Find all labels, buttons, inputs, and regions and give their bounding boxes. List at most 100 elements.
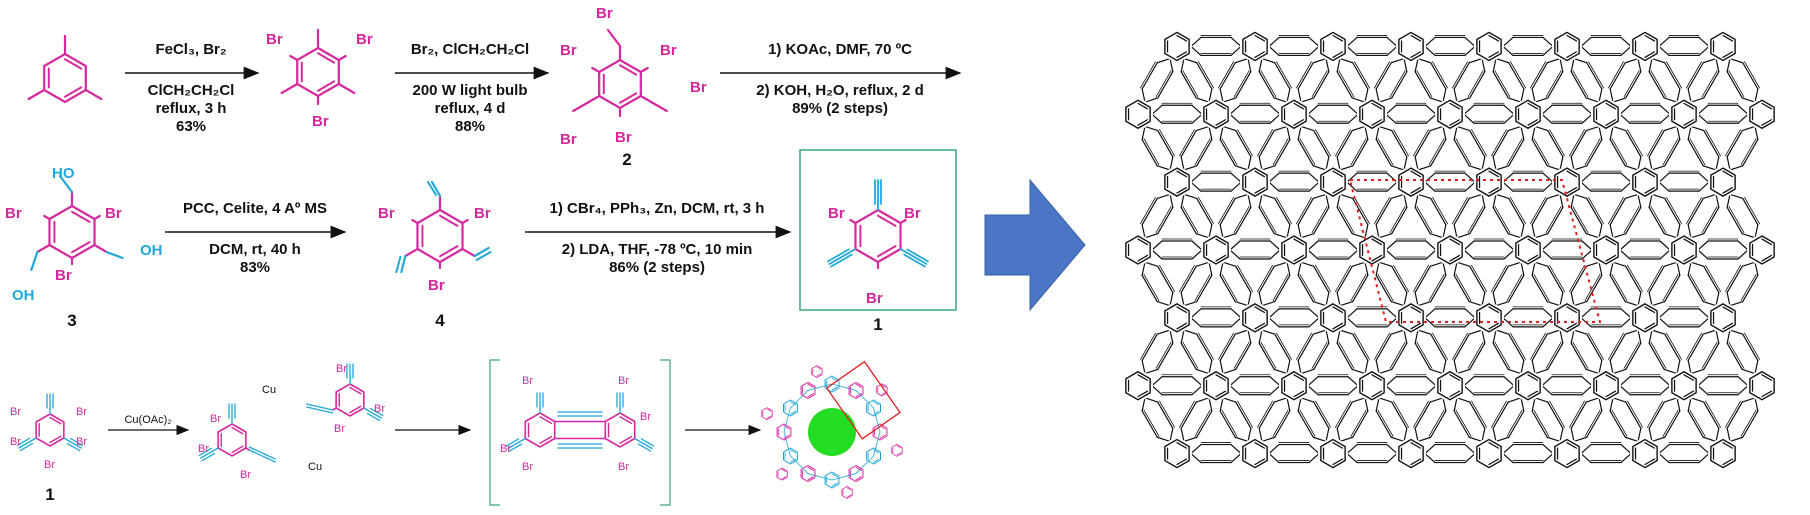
- bond: [1332, 458, 1344, 466]
- bond: [1137, 390, 1149, 398]
- bond: [1254, 51, 1266, 58]
- bond: [1531, 125, 1536, 141]
- bond: [1546, 329, 1561, 335]
- benzene-ring: [891, 443, 903, 457]
- bond: [1180, 329, 1185, 344]
- bond: [1386, 443, 1398, 455]
- bond: [1729, 193, 1744, 200]
- bond: [1585, 261, 1600, 267]
- bond: [198, 447, 213, 457]
- bond: [1547, 206, 1564, 235]
- bond: [1352, 138, 1369, 167]
- bond: [1687, 197, 1704, 226]
- reagent-2-line3: reflux, 4 d: [435, 100, 506, 117]
- bond: [1351, 261, 1366, 267]
- bond: [1143, 273, 1160, 301]
- bond: [1703, 206, 1720, 235]
- bond: [1488, 322, 1500, 330]
- svg-text:Br: Br: [312, 113, 329, 130]
- node-background: [1591, 370, 1621, 401]
- bond: [1307, 104, 1319, 115]
- bond: [1722, 306, 1734, 314]
- bond: [1274, 274, 1291, 303]
- bond: [1190, 452, 1202, 464]
- bond: [1219, 88, 1224, 103]
- bond: [200, 450, 214, 459]
- bond: [1690, 125, 1705, 132]
- bond: [899, 218, 907, 225]
- bond: [1449, 374, 1461, 381]
- bond: [1432, 197, 1448, 225]
- bond: [1258, 291, 1263, 307]
- benzene-ring: [1125, 235, 1151, 265]
- bond: [1686, 332, 1702, 360]
- bond: [1648, 401, 1665, 429]
- bond: [879, 434, 886, 439]
- bond: [1391, 206, 1408, 235]
- benzene-ring: [1671, 370, 1697, 401]
- bond: [1339, 165, 1354, 171]
- bond: [1624, 193, 1639, 200]
- svg-text:Br: Br: [690, 79, 707, 96]
- bond: [461, 247, 476, 258]
- bond: [1308, 172, 1320, 183]
- bond: [783, 425, 790, 430]
- bond: [1335, 400, 1351, 428]
- bond: [1703, 401, 1720, 429]
- compound-3-label: 3: [67, 311, 76, 330]
- bond: [1546, 300, 1561, 307]
- compound-2-structure: Br Br Br Br Br Br: [560, 5, 707, 148]
- bond: [1580, 172, 1592, 183]
- bond: [66, 442, 81, 452]
- bond: [1386, 36, 1398, 48]
- benzene-ring: [866, 399, 881, 417]
- bond: [1701, 70, 1718, 98]
- svg-text:Br: Br: [522, 461, 533, 473]
- node-background: [1162, 31, 1192, 62]
- svg-text:Br: Br: [474, 205, 491, 222]
- node-background: [1474, 438, 1504, 469]
- bond: [1625, 130, 1642, 158]
- bond: [1332, 51, 1344, 58]
- bond: [1726, 291, 1731, 307]
- bond: [1300, 397, 1315, 403]
- bond: [1339, 300, 1354, 307]
- bond: [1410, 322, 1422, 330]
- bond: [1234, 329, 1249, 335]
- bond: [1737, 240, 1749, 251]
- bond: [1155, 341, 1172, 369]
- bond: [1141, 224, 1146, 239]
- bond: [1608, 61, 1624, 89]
- bond: [1276, 61, 1292, 89]
- bond: [873, 458, 880, 463]
- bond: [1531, 138, 1548, 167]
- bond: [1273, 368, 1288, 375]
- bond: [1391, 342, 1408, 370]
- bond: [1620, 181, 1632, 192]
- bond: [1442, 224, 1447, 239]
- node-background: [1591, 235, 1621, 265]
- bond: [1741, 261, 1756, 267]
- bond: [1666, 61, 1682, 89]
- bond: [1190, 443, 1202, 455]
- bond: [1663, 397, 1678, 403]
- bond: [1137, 374, 1149, 381]
- bond: [1151, 113, 1163, 124]
- bond: [1403, 57, 1408, 73]
- bond: [1611, 273, 1628, 301]
- bond: [1507, 125, 1522, 132]
- bond: [873, 410, 880, 415]
- benzene-ring: [1281, 370, 1307, 401]
- bond: [1410, 34, 1422, 42]
- bond: [1311, 206, 1328, 234]
- bond: [1663, 125, 1678, 132]
- reagent-1-line2: ClCH₂CH₂Cl: [148, 82, 235, 99]
- bond: [1566, 34, 1578, 42]
- bond: [1254, 458, 1266, 466]
- bond: [1737, 249, 1749, 260]
- benzene-ring: [1632, 167, 1658, 197]
- svg-text:Br: Br: [10, 436, 21, 448]
- bond: [1584, 138, 1601, 166]
- bond: [1658, 317, 1670, 328]
- bond: [1531, 197, 1548, 226]
